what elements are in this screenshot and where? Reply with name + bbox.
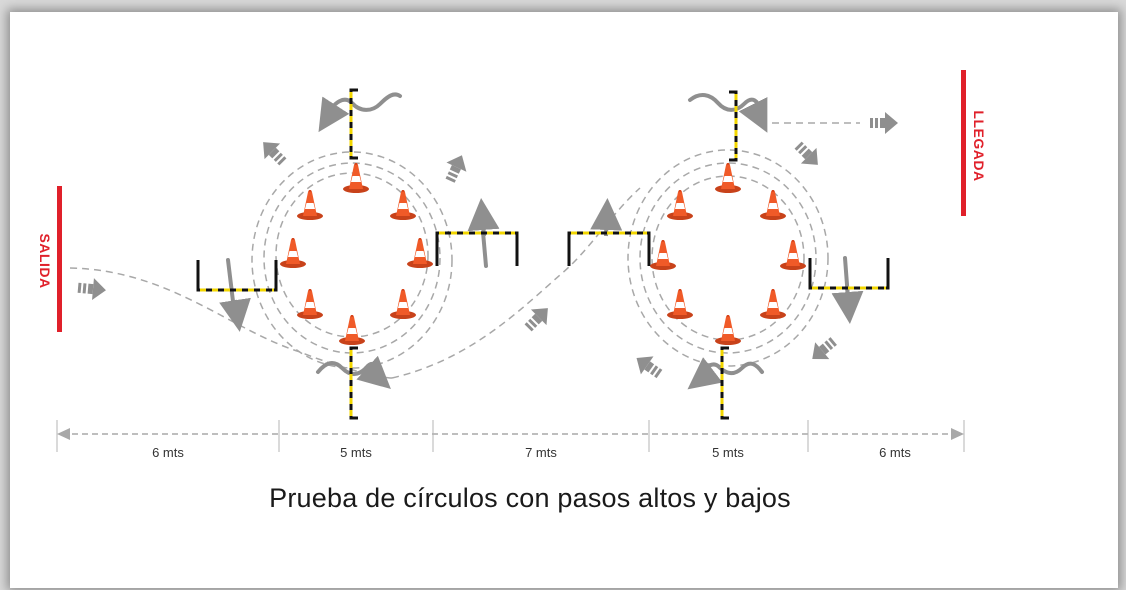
barriers (196, 88, 890, 420)
barrier-icon (567, 231, 651, 266)
arrow-icon (790, 137, 826, 173)
arrow-icon (77, 276, 107, 302)
barrier-icon (720, 346, 729, 420)
arrow-icon (255, 134, 291, 170)
right-cones (650, 163, 806, 345)
segment-label: 6 mts (879, 445, 911, 460)
start-line (57, 186, 62, 332)
segment-label: 7 mts (525, 445, 557, 460)
traffic-cone-icon (650, 240, 676, 270)
arrow-icon (805, 332, 841, 368)
barrier-icon (349, 346, 358, 420)
barrier-icon (729, 90, 738, 162)
arrow-icon (520, 300, 556, 336)
arrow-icon (440, 150, 472, 186)
traffic-cone-icon (715, 163, 741, 193)
traffic-cone-icon (343, 163, 369, 193)
traffic-cone-icon (667, 289, 693, 319)
traffic-cone-icon (780, 240, 806, 270)
traffic-cone-icon (760, 190, 786, 220)
arrow-icon (630, 348, 666, 384)
diagram-frame (10, 12, 1118, 588)
segment-label: 6 mts (152, 445, 184, 460)
start-label: SALIDA (37, 233, 53, 288)
barrier-icon (349, 88, 358, 160)
traffic-cone-icon (339, 315, 365, 345)
finish-line (961, 70, 966, 216)
segment-label: 5 mts (340, 445, 372, 460)
traffic-cone-icon (297, 289, 323, 319)
traffic-cone-icon (407, 238, 433, 268)
traffic-cone-icon (760, 289, 786, 319)
direction-arrows (77, 112, 898, 384)
barrier-icon (196, 260, 278, 292)
traffic-cone-icon (715, 315, 741, 345)
small-arrows (219, 96, 864, 390)
barrier-icon (435, 231, 519, 266)
left-circle-paths (69, 151, 453, 379)
diagram-title: Prueba de círculos con pasos altos y baj… (269, 483, 791, 513)
left-cones (280, 163, 433, 345)
barrier-icon (808, 258, 890, 290)
arrow-icon (870, 112, 898, 134)
dimension-line: 6 mts 5 mts 7 mts 5 mts 6 mts (56, 420, 965, 460)
traffic-cone-icon (390, 190, 416, 220)
traffic-cone-icon (280, 238, 306, 268)
finish-label: LLEGADA (971, 110, 987, 181)
wave-marks (226, 92, 850, 384)
segment-label: 5 mts (712, 445, 744, 460)
